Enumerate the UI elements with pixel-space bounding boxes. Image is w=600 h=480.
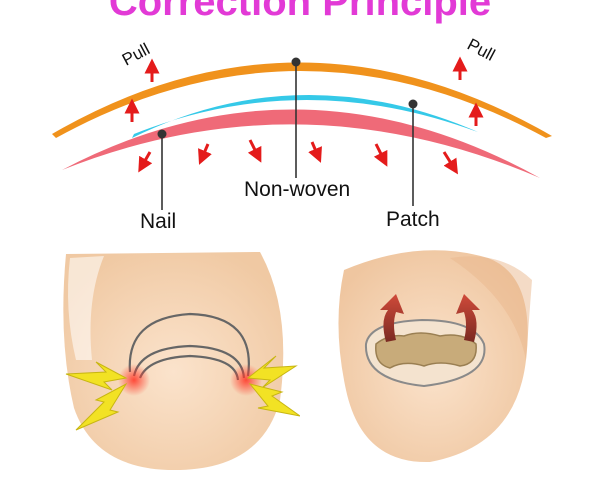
pull-label-right: Pull — [464, 35, 498, 65]
pull-label-left: Pull — [119, 39, 153, 69]
patch-layer — [132, 94, 478, 138]
patch-dot — [408, 99, 418, 109]
nonwoven-layer — [52, 62, 552, 138]
toe-left — [63, 252, 284, 471]
lift-arrow-right — [456, 294, 480, 342]
nail-layer — [62, 109, 540, 178]
nonwoven-dot — [291, 57, 301, 67]
layer-diagram: Pull Pull Non-woven Nail Patch — [52, 35, 552, 233]
pain-bolt-left-lower — [75, 382, 128, 431]
callouts — [161, 62, 414, 210]
pressure-arrows — [138, 139, 458, 175]
page-title: Correction Principle — [108, 0, 492, 24]
pressure-arrow — [138, 151, 153, 173]
pressure-arrow — [198, 143, 212, 165]
pull-arrows — [124, 56, 484, 126]
label-nonwoven: Non-woven — [244, 178, 350, 201]
ingrown-toe-panel — [63, 252, 300, 471]
nail-dot — [157, 129, 167, 139]
pain-bolt-left-upper — [65, 361, 128, 391]
pressure-arrow — [308, 141, 322, 163]
toe-left-highlight — [68, 256, 104, 360]
pain-glow-left — [118, 364, 150, 396]
label-nail: Nail — [140, 210, 176, 233]
pain-bolt-right-lower — [248, 383, 300, 417]
lift-arrow-left — [380, 294, 404, 342]
pressure-arrow — [442, 151, 458, 175]
corrected-toe-panel — [338, 250, 532, 463]
correction-patch — [375, 332, 477, 369]
curved-nail-outline — [128, 312, 250, 381]
toe-right-shading — [450, 256, 532, 360]
pressure-arrow — [373, 143, 388, 167]
pressure-arrow — [247, 139, 262, 163]
label-patch: Patch — [386, 208, 440, 231]
